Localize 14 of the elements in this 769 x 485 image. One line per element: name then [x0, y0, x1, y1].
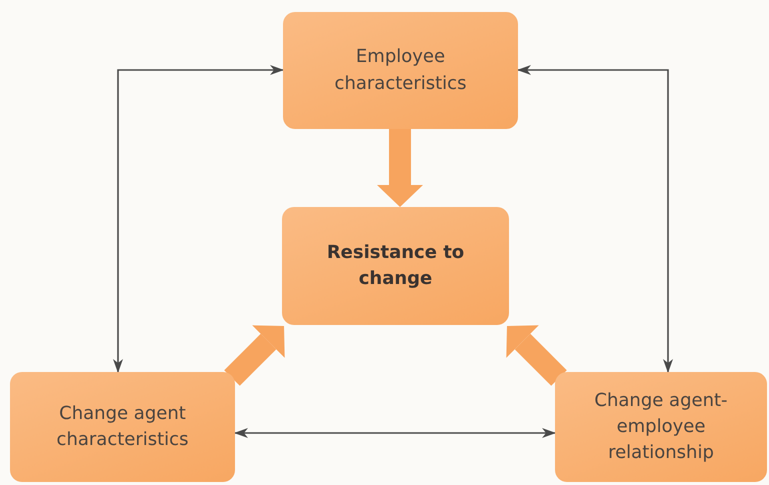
box-label: Change agent-employee relationship [593, 388, 729, 466]
box-label: Employee characteristics [334, 45, 468, 96]
arrow [517, 65, 673, 373]
arrow [234, 428, 556, 438]
process-box [283, 12, 518, 129]
block-arrow [377, 129, 423, 207]
block-arrow [506, 325, 567, 386]
process-box [555, 372, 767, 482]
arrow [113, 65, 284, 373]
process-box [10, 372, 235, 482]
block-arrow [224, 325, 285, 386]
box-label: Change agent characteristics [56, 402, 190, 452]
process-box [282, 207, 509, 325]
box-label: Resistance to change [326, 240, 466, 291]
